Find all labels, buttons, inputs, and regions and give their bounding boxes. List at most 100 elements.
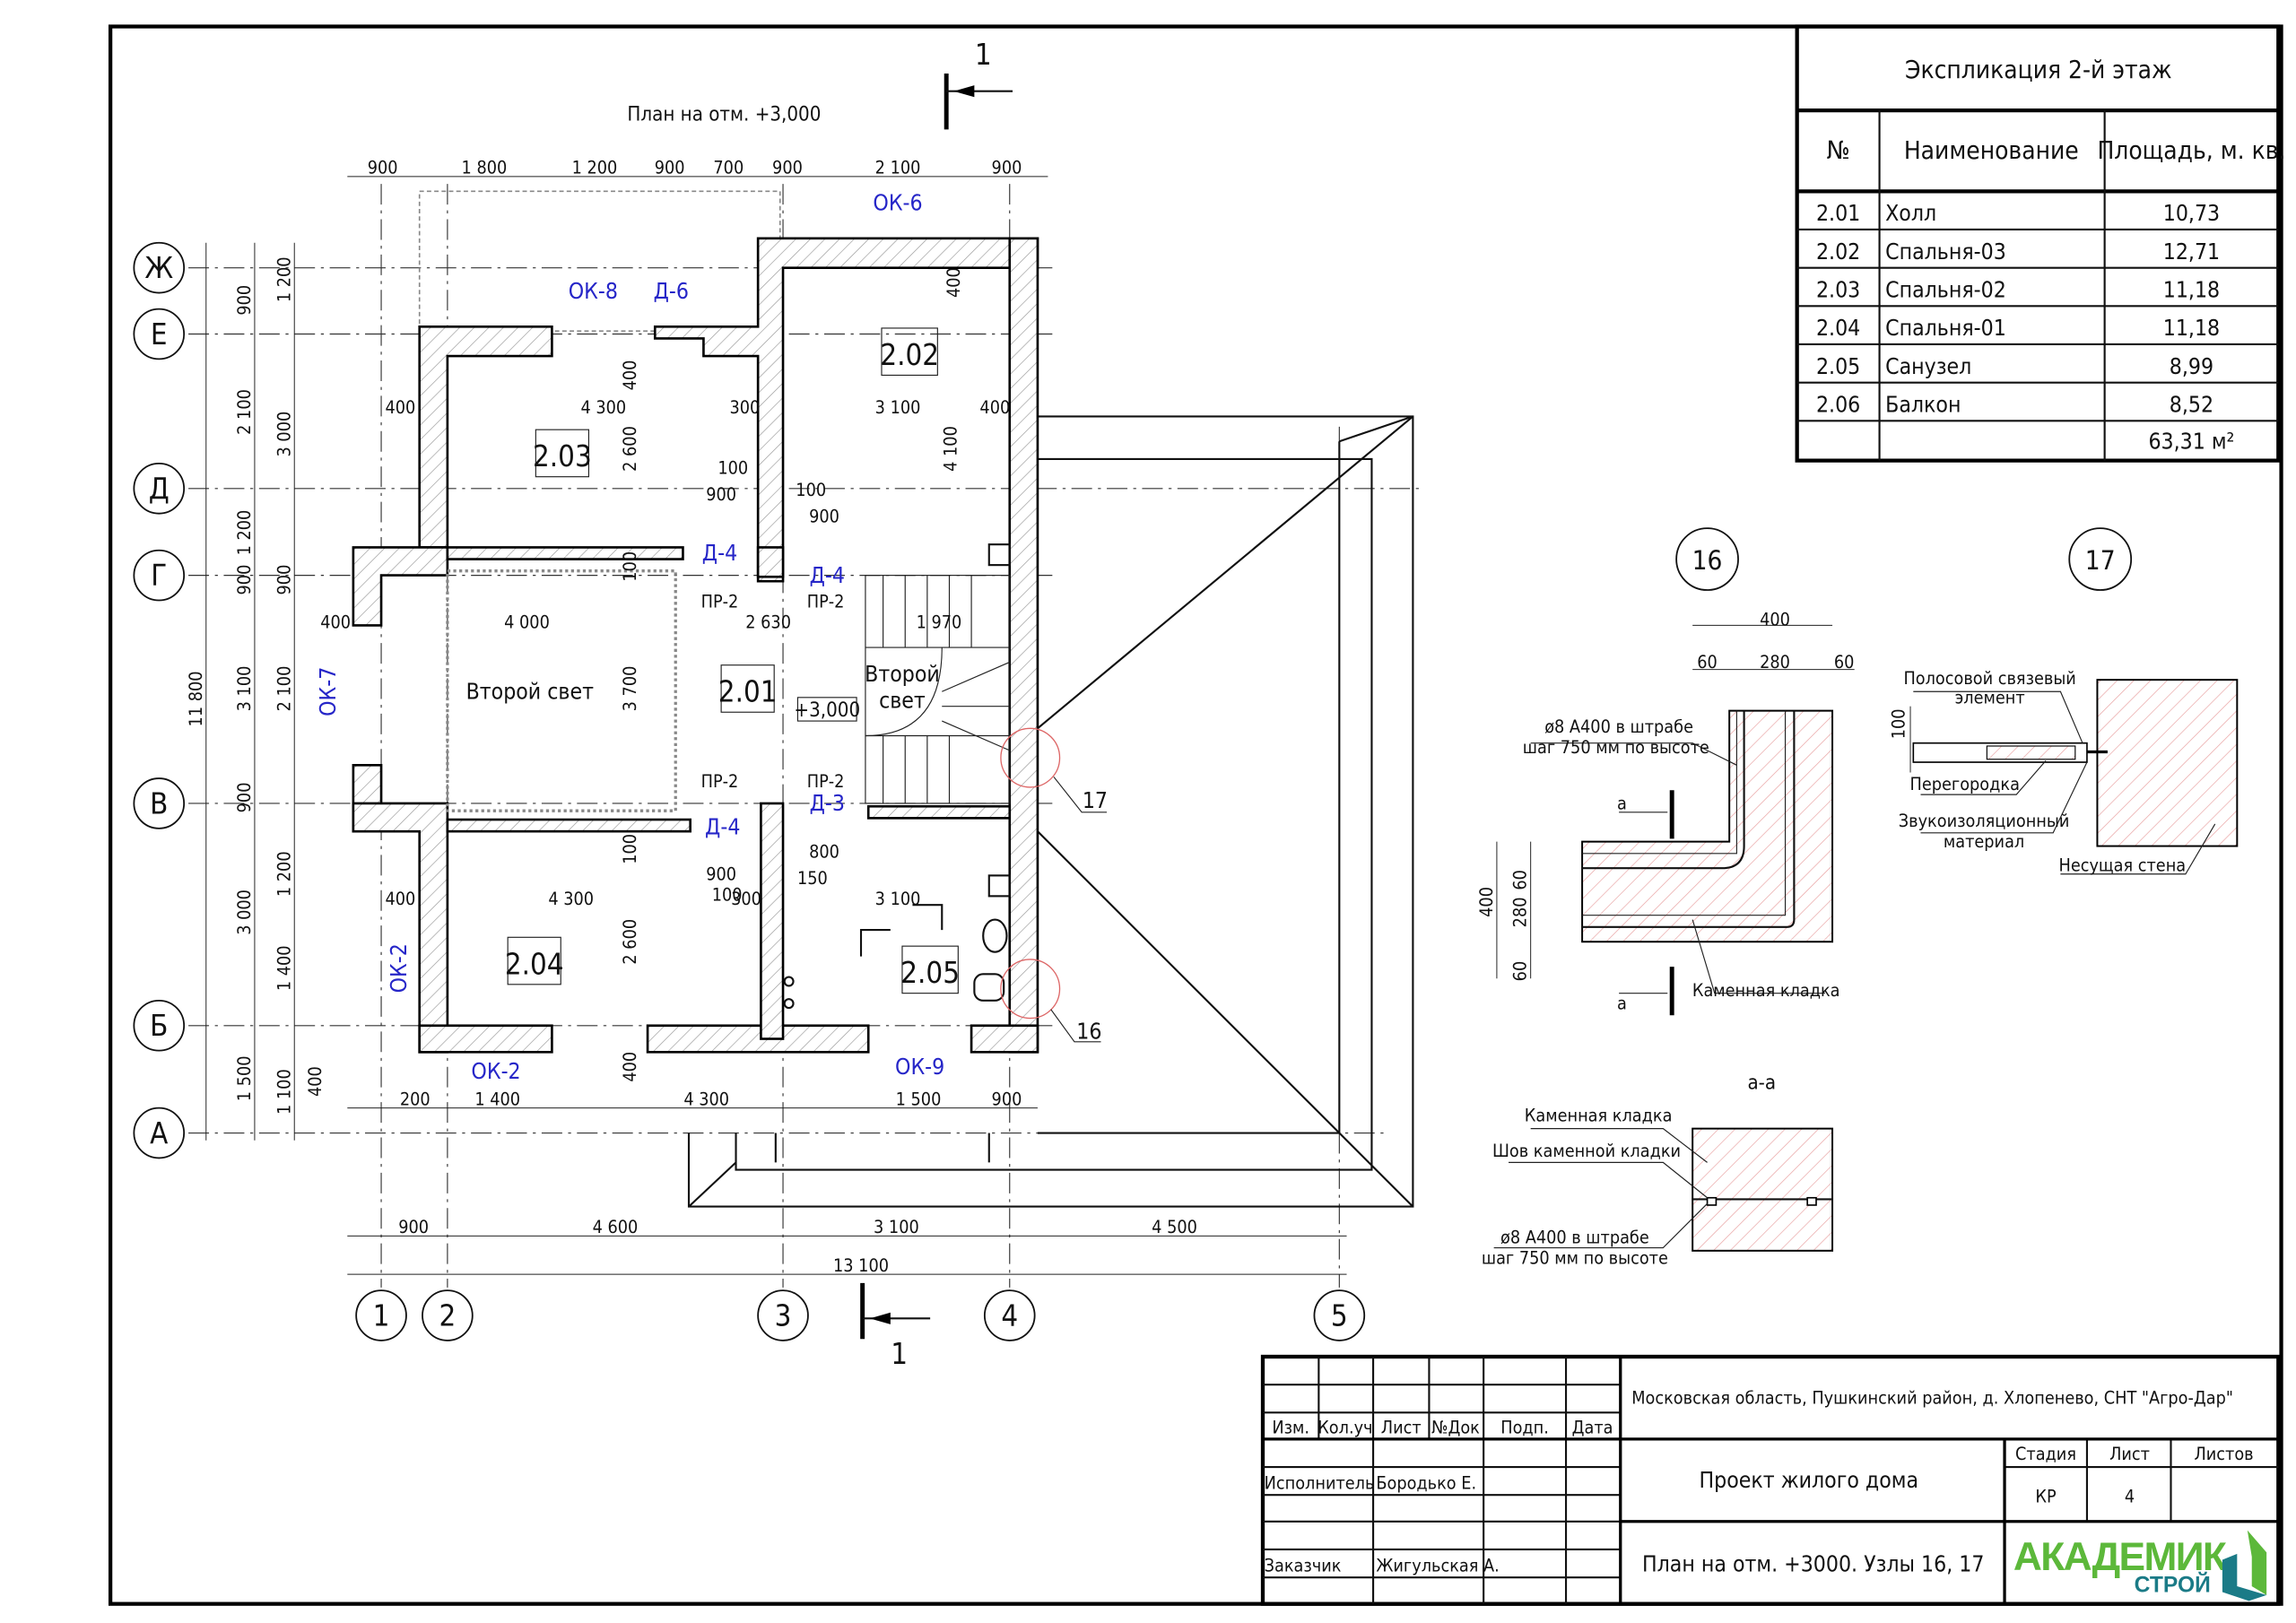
dim-text: 4 600 — [593, 1217, 639, 1237]
balcony — [418, 190, 781, 333]
dim-text: 1 400 — [474, 1089, 520, 1109]
walls — [352, 237, 1039, 1054]
axis-label: Г — [151, 559, 167, 593]
table-cell-name: Спальня-03 — [1885, 239, 2006, 265]
axis-label: 2 — [439, 1299, 457, 1333]
callout-label: 16 — [1076, 1019, 1101, 1045]
dim-text: 11 800 — [186, 671, 206, 726]
bathroom-fixtures — [783, 543, 1011, 1010]
room-number: 2.01 — [718, 675, 778, 709]
column-header: Наименование — [1904, 135, 2079, 165]
dim-text: 900 — [234, 565, 255, 595]
rev-header: Кол.уч — [1318, 1417, 1372, 1437]
dim-text: 400 — [320, 612, 351, 633]
dim-text: 800 — [809, 842, 839, 863]
dim-text: 400 — [1476, 887, 1497, 917]
sheet-header: Лист — [2109, 1444, 2150, 1464]
dim-text: 60 — [1697, 652, 1718, 673]
logo-subtext: СТРОЙ — [2135, 1573, 2211, 1598]
table-cell-no: 2.02 — [1816, 239, 1860, 265]
project-name: Проект жилого дома — [1700, 1467, 1919, 1493]
detail-17: 17 Полосовой связевый элемент 100 Перего… — [1888, 527, 2239, 875]
door-label: Д-4 — [705, 813, 740, 839]
executor-label: Исполнитель — [1265, 1473, 1375, 1494]
axis-label: Б — [150, 1009, 168, 1043]
stage-value: КР — [2035, 1486, 2057, 1506]
masonry-note: Каменная кладка — [1692, 980, 1840, 1001]
dim-text: 3 100 — [234, 666, 255, 712]
rev-header: №Док — [1431, 1417, 1480, 1437]
customer-label: Заказчик — [1265, 1556, 1342, 1576]
dim-text: 4 500 — [1152, 1217, 1197, 1237]
partition-label: ПР-2 — [701, 771, 739, 792]
dim-text: 300 — [729, 397, 760, 418]
dim-text: 900 — [992, 158, 1022, 178]
staircase — [865, 575, 1011, 804]
section-mark-bottom: 1 — [860, 1282, 931, 1371]
dim-text: 3 100 — [875, 889, 921, 909]
partition-note: Перегородка — [1910, 774, 2020, 794]
dim-text: 4 300 — [548, 889, 594, 909]
dim-text: 900 — [274, 565, 294, 595]
dim-text: 150 — [797, 868, 828, 889]
second-light-label: Второй свет — [466, 678, 594, 704]
plan-title: План на отм. +3,000 — [627, 103, 821, 126]
dim-text: 700 — [713, 158, 744, 178]
rev-header: Дата — [1572, 1417, 1613, 1437]
dim-text: 900 — [706, 864, 736, 884]
level-mark: +3,000 — [794, 699, 860, 722]
dim-text: 2 600 — [620, 919, 640, 965]
sheets-header: Листов — [2194, 1444, 2253, 1464]
axis-number-markers: 1 2 3 4 5 — [355, 1289, 1366, 1341]
dim-text: 1 500 — [896, 1089, 942, 1109]
dim-text: 900 — [234, 285, 255, 316]
dim-text: 900 — [772, 158, 803, 178]
table-cell-area: 12,71 — [2163, 239, 2220, 265]
dim-text: 400 — [305, 1066, 326, 1097]
dim-text: 60 — [1510, 961, 1531, 982]
detail-label: 17 — [2085, 545, 2116, 576]
dim-text: 400 — [620, 360, 640, 391]
window-label: ОК-7 — [315, 667, 341, 716]
axis-label: В — [150, 786, 168, 820]
room-number: 2.02 — [880, 338, 939, 372]
table-cell-name: Санузел — [1885, 353, 1971, 379]
axis-label: 5 — [1331, 1299, 1348, 1333]
room-number: 2.03 — [533, 439, 592, 473]
dim-text: 1 800 — [462, 158, 508, 178]
dim-text: 200 — [400, 1089, 430, 1109]
floor-plan: План на отм. +3,000 1 Ж Е Д Г В Б А 1 2 … — [133, 38, 1421, 1371]
dim-text: 1 200 — [274, 851, 294, 897]
partition-label: ПР-2 — [701, 592, 739, 612]
total-area: 63,31 м² — [2148, 428, 2234, 454]
dim-text: 280 — [1510, 898, 1531, 928]
dim-text: 2 600 — [620, 426, 640, 472]
dim-text: 900 — [992, 1089, 1022, 1109]
dimension-lines — [205, 176, 1347, 1275]
table-cell-no: 2.06 — [1816, 391, 1860, 417]
dim-text: 60 — [1834, 652, 1855, 673]
dim-text: 1 970 — [917, 612, 962, 633]
axis-letter-markers: Ж Е Д Г В Б А — [133, 241, 186, 1159]
dim-text: 400 — [385, 397, 415, 418]
dim-text: 2 100 — [875, 158, 921, 178]
dim-text: 3 000 — [234, 890, 255, 935]
stage-header: Стадия — [2015, 1444, 2076, 1464]
door-label: Д-4 — [702, 540, 737, 566]
opening-labels: ОК-6 ОК-8 Д-6 ОК-7 ОК-2 ОК-2 ОК-9 Д-4 Д-… — [315, 190, 944, 1084]
sound-note: Звукоизоляционный — [1899, 811, 2070, 831]
dim-text: 900 — [809, 507, 839, 527]
dim-text: 900 — [234, 783, 255, 813]
node-callouts: 17 16 — [1000, 727, 1108, 1045]
dim-text: 60 — [1510, 870, 1531, 890]
project-address: Московская область, Пушкинский район, д.… — [1631, 1387, 2233, 1408]
dim-text: 3 700 — [620, 666, 640, 712]
room-number: 2.05 — [900, 956, 960, 990]
dim-text: 4 000 — [504, 612, 550, 633]
table-cell-area: 11,18 — [2163, 276, 2220, 302]
dim-text: 3 100 — [875, 397, 921, 418]
window-label: ОК-2 — [386, 943, 412, 993]
dim-text: 100 — [712, 884, 743, 905]
